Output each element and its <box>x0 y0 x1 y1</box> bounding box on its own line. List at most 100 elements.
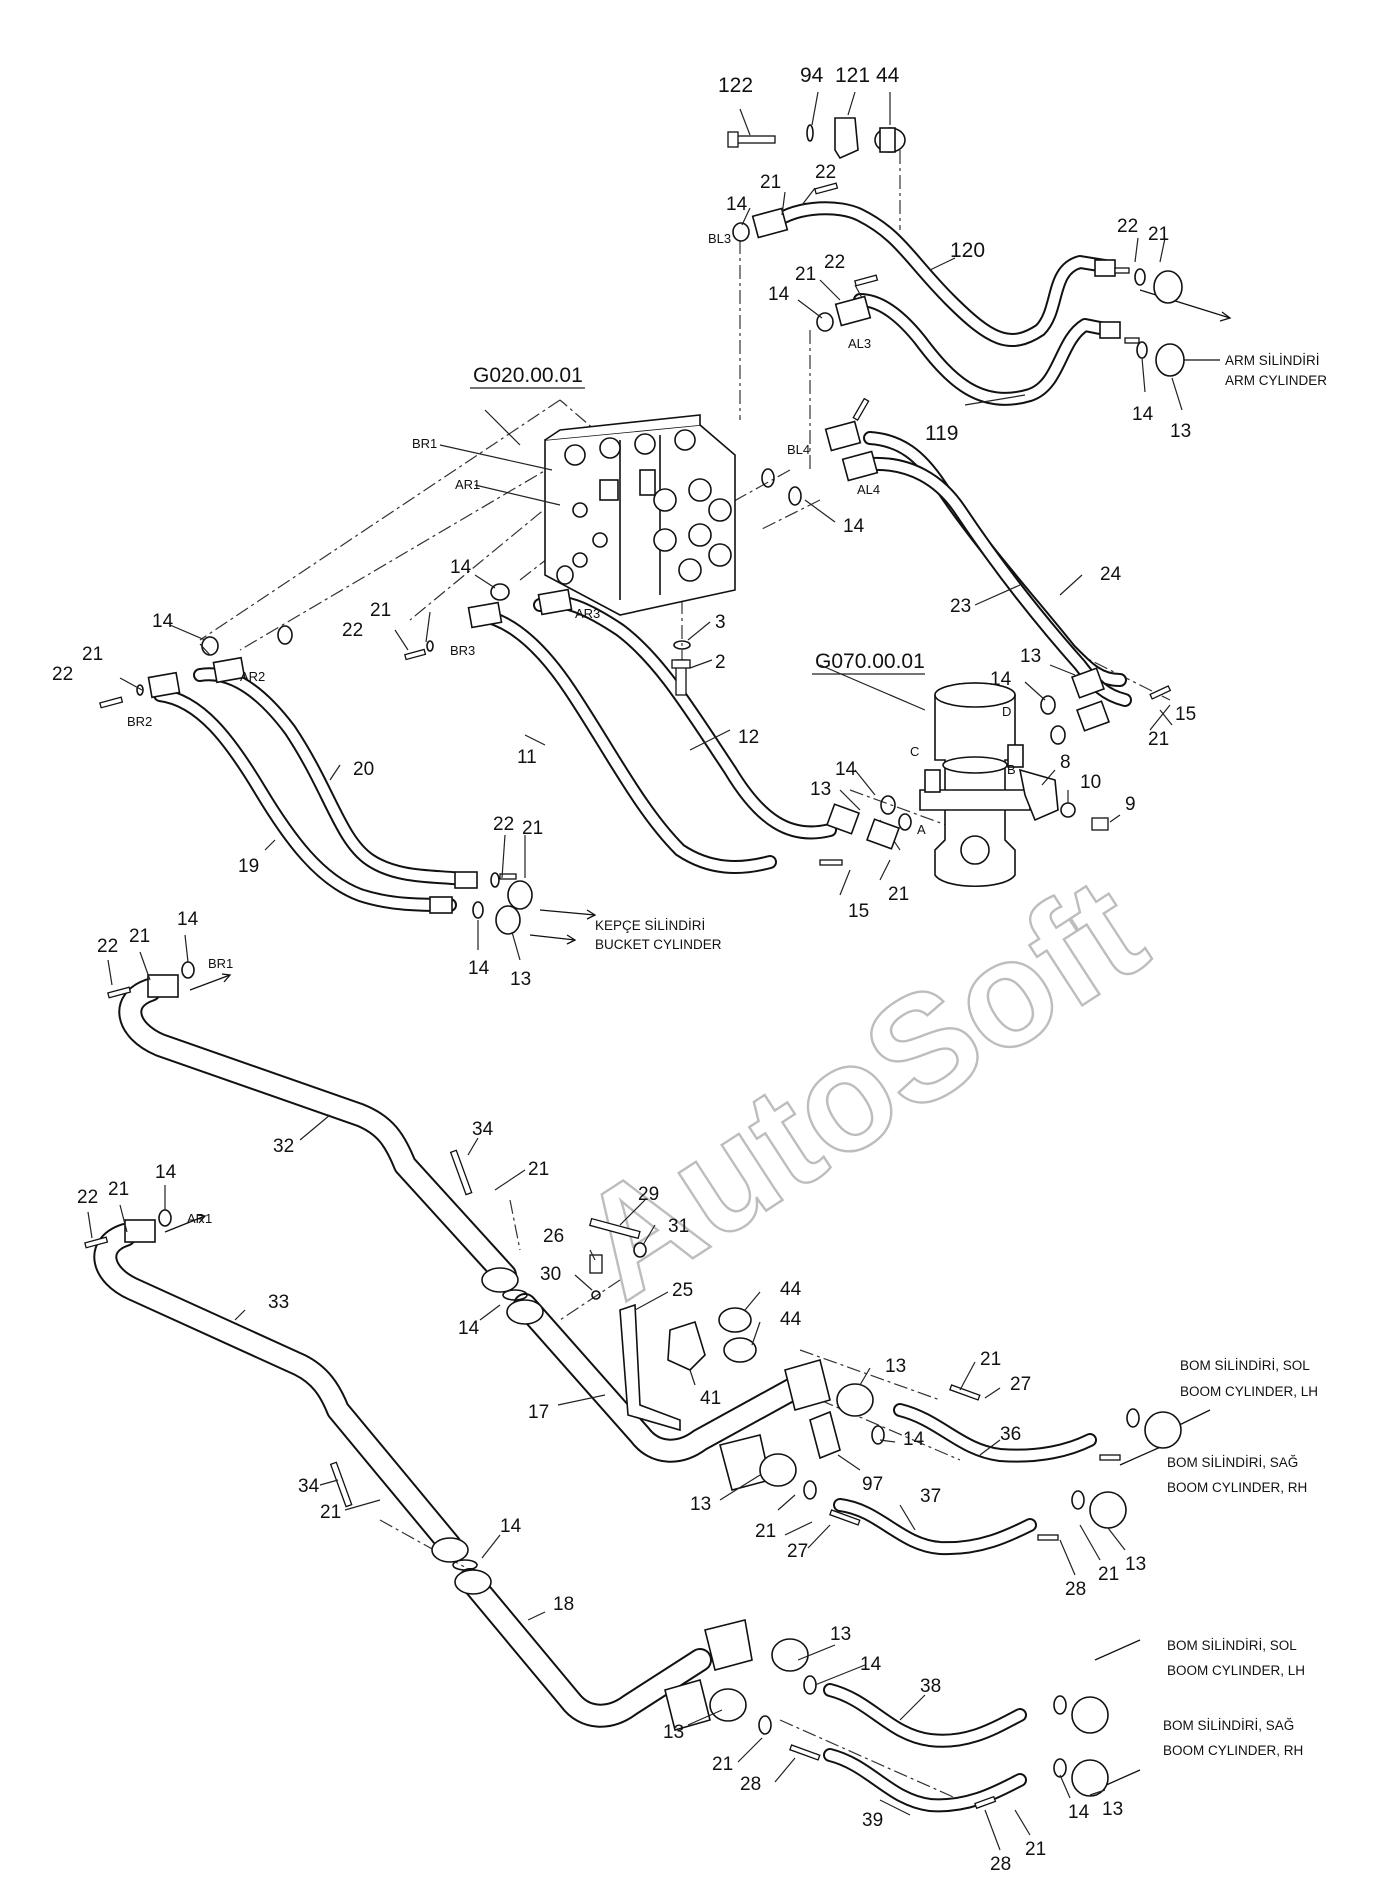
part-callout: 21 <box>522 818 543 839</box>
part-callout: 13 <box>830 1624 851 1645</box>
part-callout: 14 <box>768 284 790 305</box>
part-callout: 14 <box>458 1318 480 1339</box>
part-callout: 25 <box>672 1280 693 1301</box>
part-callout: 22 <box>824 252 845 273</box>
part-callout: 21 <box>980 1349 1001 1370</box>
part-callout: 14 <box>1068 1802 1090 1823</box>
boom-cylinder-rh-label-en: BOOM CYLINDER, RH <box>1167 1480 1307 1495</box>
part-callout: 97 <box>862 1474 883 1495</box>
part-callout: 36 <box>1000 1424 1021 1445</box>
leader-lines <box>87 91 1183 1851</box>
boom-cylinder-lh-label-tr: BOM SİLİNDİRİ, SOL <box>1180 1358 1310 1373</box>
part-callout: 14 <box>155 1162 177 1183</box>
part-callout: 14 <box>468 958 490 979</box>
arm-cylinder-label-tr: ARM SİLİNDİRİ <box>1225 353 1320 368</box>
part-callout: 29 <box>638 1184 659 1205</box>
part-callout: 30 <box>540 1264 561 1285</box>
bucket-cylinder-label-tr: KEPÇE SİLİNDİRİ <box>595 918 705 933</box>
part-callout: 28 <box>1065 1579 1086 1600</box>
part-callout: 21 <box>108 1179 129 1200</box>
part-callout: 21 <box>1025 1839 1046 1860</box>
part-callout: 22 <box>493 814 514 835</box>
hoses <box>153 201 1132 1813</box>
part-callout: 21 <box>795 264 816 285</box>
part-callout: 21 <box>755 1521 776 1542</box>
port-label: A <box>917 822 926 837</box>
part-callout: 18 <box>553 1594 574 1615</box>
part-callout: 34 <box>298 1476 320 1497</box>
part-callout: 15 <box>1175 704 1196 725</box>
part-callout: 12 <box>738 727 759 748</box>
boom-cylinder-lh-label-en: BOOM CYLINDER, LH <box>1180 1384 1318 1399</box>
part-callout: 27 <box>1010 1374 1031 1395</box>
part-callout: 22 <box>815 162 836 183</box>
part-callout: 38 <box>920 1676 941 1697</box>
part-callout: 13 <box>885 1356 906 1377</box>
port-label: AR1 <box>455 477 480 492</box>
port-label: AR2 <box>240 669 265 684</box>
part-callout: 33 <box>268 1292 289 1313</box>
part-callout: 21 <box>320 1502 341 1523</box>
part-callout: 21 <box>82 644 103 665</box>
part-callout: 11 <box>517 747 537 768</box>
port-label: C <box>910 744 919 759</box>
fittings <box>84 117 1185 1810</box>
part-callout: 37 <box>920 1486 941 1507</box>
part-callout: 27 <box>787 1541 808 1562</box>
part-callout: 23 <box>950 596 971 617</box>
boom-cylinder-rh-label-en: BOOM CYLINDER, RH <box>1163 1743 1303 1758</box>
part-callout: 19 <box>238 856 259 877</box>
part-callout: 21 <box>760 172 781 193</box>
part-callout: 44 <box>780 1309 802 1330</box>
part-callout: 21 <box>129 926 150 947</box>
boom-cylinder-lh-label-en: BOOM CYLINDER, LH <box>1167 1663 1305 1678</box>
boom-cylinder-rh-label-tr: BOM SİLİNDİRİ, SAĞ <box>1163 1718 1294 1733</box>
port-label: BR1 <box>208 956 233 971</box>
part-callout: 28 <box>740 1774 761 1795</box>
port-label: BR2 <box>127 714 152 729</box>
port-label: BR3 <box>450 643 475 658</box>
part-callout: 20 <box>353 759 374 780</box>
part-callout: 2 <box>715 652 726 673</box>
assembly-label-swivel-joint: G070.00.01 <box>815 650 925 673</box>
part-callout: 14 <box>860 1654 882 1675</box>
part-callout: 21 <box>1098 1564 1119 1585</box>
part-callout: 21 <box>888 884 909 905</box>
part-callout: 13 <box>1170 421 1191 442</box>
part-callout: 17 <box>528 1402 549 1423</box>
part-callout: 32 <box>273 1136 294 1157</box>
part-callout: 41 <box>700 1388 721 1409</box>
part-callout: 3 <box>715 612 726 633</box>
part-callout: 94 <box>800 64 824 87</box>
arm-cylinder-label-en: ARM CYLINDER <box>1225 373 1327 388</box>
part-callout: 44 <box>876 64 900 87</box>
part-callout: 9 <box>1125 794 1136 815</box>
part-callout: 22 <box>97 936 118 957</box>
part-callout: 10 <box>1080 772 1101 793</box>
part-callout: 22 <box>52 664 73 685</box>
port-label: BL3 <box>708 231 731 246</box>
part-callout: 14 <box>1132 404 1154 425</box>
part-callout: 28 <box>990 1854 1011 1875</box>
swivel-joint <box>919 682 1031 888</box>
port-label: AR3 <box>575 606 600 621</box>
part-callout: 120 <box>950 239 985 262</box>
part-callout: 44 <box>780 1279 802 1300</box>
part-callout: 22 <box>342 620 363 641</box>
part-callout: 14 <box>903 1429 925 1450</box>
part-callout: 14 <box>450 557 472 578</box>
part-callout: 13 <box>1102 1799 1123 1820</box>
port-label: AL3 <box>848 336 871 351</box>
part-callout: 13 <box>1125 1554 1146 1575</box>
part-callout: 22 <box>1117 216 1138 237</box>
part-callout: 24 <box>1100 564 1122 585</box>
assembly-labels: G020.00.01 G070.00.01 <box>470 364 925 675</box>
boom-cylinder-lh-label-tr: BOM SİLİNDİRİ, SOL <box>1167 1638 1297 1653</box>
part-callout: 14 <box>177 909 199 930</box>
part-callout: 26 <box>543 1226 564 1247</box>
boom-cylinder-rh-label-tr: BOM SİLİNDİRİ, SAĞ <box>1167 1455 1298 1470</box>
part-callout: 21 <box>1148 224 1169 245</box>
part-callout: 39 <box>862 1810 883 1831</box>
part-callout: 121 <box>835 64 870 87</box>
